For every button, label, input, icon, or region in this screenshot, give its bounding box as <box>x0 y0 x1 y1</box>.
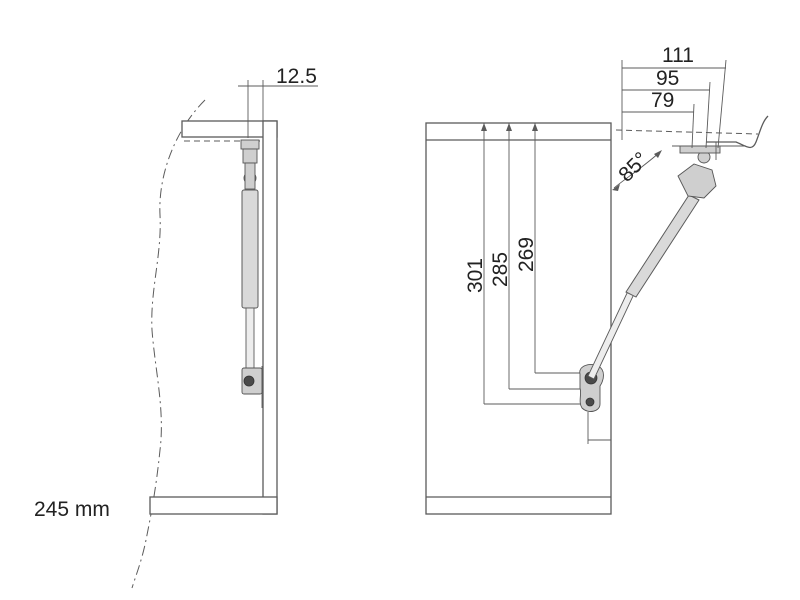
front-view: 301 285 269 <box>425 44 769 515</box>
side-strut-cylinder <box>241 189 259 309</box>
angle-arc-arrow-start <box>612 184 620 191</box>
dim-95-label: 95 <box>656 67 679 90</box>
angle-label: 85° <box>614 148 653 187</box>
side-gas-strut <box>240 139 263 408</box>
open-flap-end <box>706 115 769 149</box>
dim-301-label: 301 <box>464 258 487 293</box>
side-strut-top-bracket <box>240 139 260 150</box>
dim-12-5-label: 12.5 <box>276 65 317 88</box>
dim-111-ext <box>717 59 727 149</box>
front-gas-strut <box>587 194 700 380</box>
dim-301-arrow <box>481 123 487 131</box>
top-mechanism-plate <box>679 145 721 154</box>
side-strut-bottom-pivot <box>243 375 255 387</box>
dim-285-arrow <box>506 123 512 131</box>
side-strut-top-mount <box>242 148 258 164</box>
dim-79-ext <box>691 103 695 149</box>
side-strut-rod <box>245 307 255 369</box>
top-mechanism-body <box>677 163 717 199</box>
dim-95-ext <box>705 81 711 149</box>
open-flap-line <box>615 129 759 135</box>
front-strut-cylinder <box>625 194 700 298</box>
angle-arc <box>613 151 661 189</box>
front-cabinet <box>425 122 612 515</box>
dim-269-arrow <box>532 123 538 131</box>
cabinet-break-line <box>131 99 206 589</box>
depth-label: 245 mm <box>34 498 110 521</box>
angle-arc-arrow-end <box>654 150 662 158</box>
side-strut-link <box>244 162 256 190</box>
dim-269-label: 269 <box>515 237 538 272</box>
side-view: 12.5 245 mm <box>34 65 318 589</box>
dim-111-label: 111 <box>662 44 694 67</box>
lower-bracket-screw <box>585 397 595 407</box>
side-bottom-board <box>149 496 278 515</box>
side-wall <box>262 120 278 515</box>
front-top-mechanism <box>677 142 721 199</box>
dim-79-label: 79 <box>651 89 674 112</box>
dim-285-label: 285 <box>489 252 512 287</box>
